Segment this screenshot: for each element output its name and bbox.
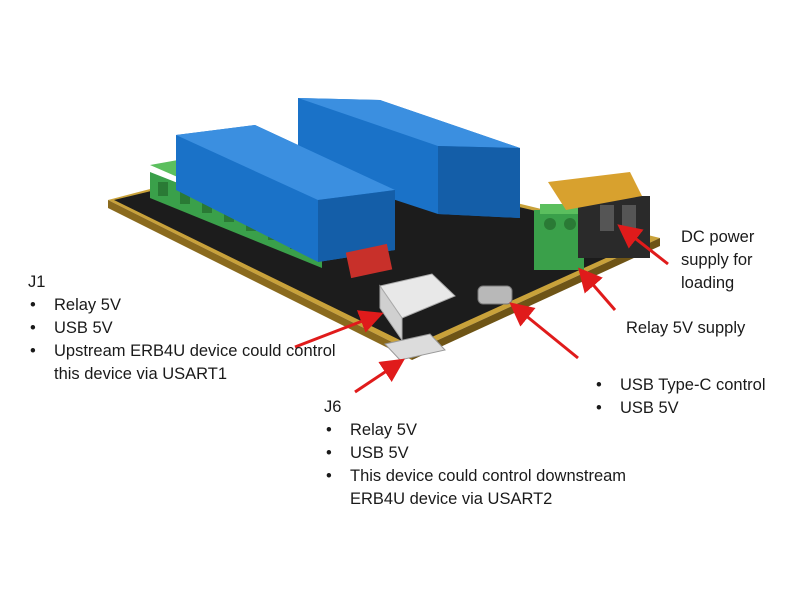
j6-title: J6 xyxy=(324,398,342,416)
arrow-relay-supply xyxy=(578,267,617,311)
j6-label: J6 Relay 5V USB 5V This device could con… xyxy=(324,396,626,511)
usb-item: USB Type-C control xyxy=(594,374,766,397)
j6-item: This device could control downstreamERB4… xyxy=(324,465,626,511)
relay-supply-label: Relay 5V supply xyxy=(626,317,745,340)
arrow-dc xyxy=(617,224,669,266)
arrow-j6 xyxy=(354,358,405,394)
j1-connector xyxy=(379,273,456,342)
j1-item: Relay 5V xyxy=(28,294,336,317)
j1-item3-line1: Upstream ERB4U device could control xyxy=(54,342,336,360)
arrow-usb xyxy=(509,302,579,360)
usb-typec-connector xyxy=(477,285,513,305)
dc-line2: supply for xyxy=(681,251,753,269)
relay-supply-text: Relay 5V supply xyxy=(626,319,746,337)
j1-item3-line2: this device via USART1 xyxy=(54,365,228,383)
j6-item: Relay 5V xyxy=(324,419,626,442)
relay-supply-terminal xyxy=(534,204,584,270)
dc-line1: DC power xyxy=(681,228,755,246)
dc-power-label: DC power supply for loading xyxy=(681,226,754,295)
red-header-connector xyxy=(345,243,393,279)
j6-item3-line2: ERB4U device via USART2 xyxy=(350,490,553,508)
j6-item3-line1: This device could control downstream xyxy=(350,467,627,485)
j1-item: USB 5V xyxy=(28,317,336,340)
usb-item: USB 5V xyxy=(594,397,766,420)
j1-title: J1 xyxy=(28,273,46,291)
dc-line3: loading xyxy=(681,274,735,292)
relay-back-row xyxy=(298,98,520,218)
j1-item: Upstream ERB4U device could control this … xyxy=(28,340,336,386)
j6-item: USB 5V xyxy=(324,442,626,465)
relay-front-row xyxy=(176,125,395,262)
j6-connector xyxy=(384,333,446,361)
usb-label: USB Type-C control USB 5V xyxy=(594,374,766,420)
j1-label: J1 Relay 5V USB 5V Upstream ERB4U device… xyxy=(28,271,336,386)
